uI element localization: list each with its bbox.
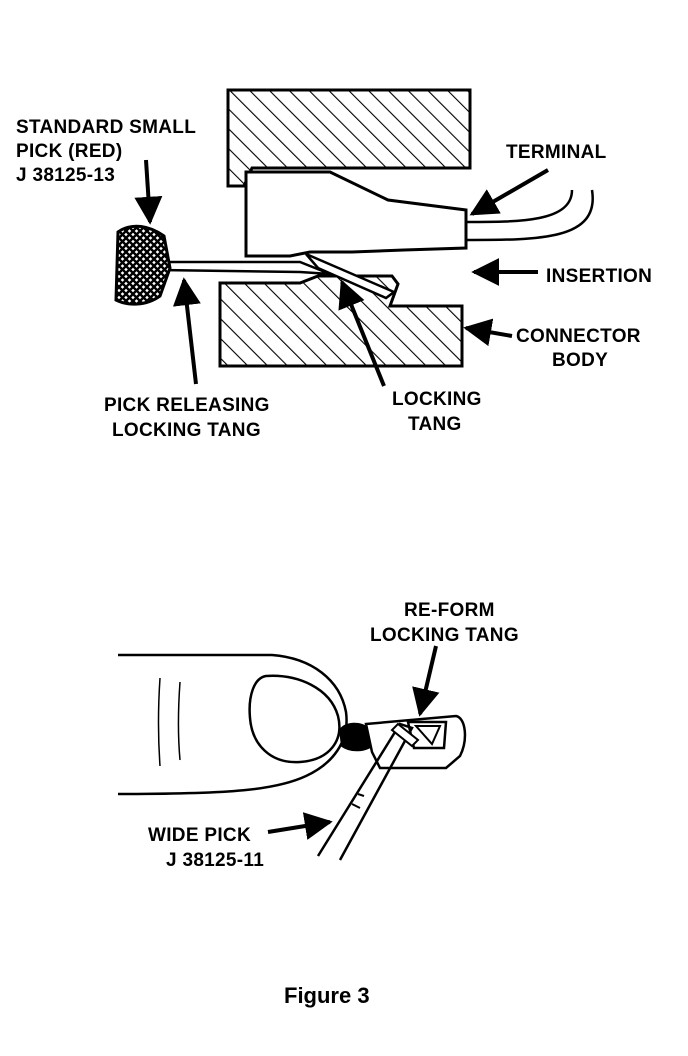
locking-tang-label-line1: LOCKING	[392, 389, 482, 410]
reform-illustration	[117, 653, 467, 861]
wide-pick-arrow	[267, 812, 333, 840]
terminal-label: TERMINAL	[506, 142, 607, 163]
wide-pick-mark-2	[357, 793, 365, 797]
bottom-arrows	[267, 645, 440, 840]
connector-body-lower	[218, 274, 464, 368]
standard-small-pick-shaft	[158, 260, 331, 276]
top-labels: STANDARD SMALL PICK (RED) J 38125-13 TER…	[16, 117, 652, 441]
pick-label-arrow	[134, 159, 163, 225]
terminal	[244, 170, 468, 258]
terminal-wire-2	[465, 189, 594, 242]
locking-tang-label-line2: TANG	[408, 414, 462, 435]
pick-label-line2: PICK (RED)	[16, 141, 122, 162]
pick-releasing-arrow	[172, 277, 201, 385]
finger-crease-2	[177, 681, 181, 761]
terminal-wire-1	[465, 189, 574, 224]
connector-body-label-line1: CONNECTOR	[516, 326, 641, 347]
wide-pick-tip	[390, 722, 420, 748]
terminal-tang-detail	[413, 725, 442, 746]
wide-pick-label-line2: J 38125-11	[166, 850, 264, 871]
wide-pick-mark-1	[351, 803, 361, 809]
reform-label-line2: LOCKING TANG	[370, 625, 519, 646]
connector-body-upper	[226, 88, 472, 188]
top-arrows	[134, 159, 550, 387]
locking-tang-arrow	[338, 279, 386, 387]
insertion-label: INSERTION	[546, 266, 652, 287]
standard-small-pick-handle	[114, 224, 172, 306]
reform-arrow	[412, 645, 440, 717]
pick-releasing-label-line1: PICK RELEASING	[104, 395, 270, 416]
pick-label-line3: J 38125-13	[16, 165, 115, 186]
finger	[117, 653, 348, 796]
terminal-label-arrow	[469, 168, 550, 216]
wide-pick-label-line1: WIDE PICK	[148, 825, 251, 846]
connector-cross-section	[114, 88, 594, 368]
reform-label-line1: RE-FORM	[404, 600, 495, 621]
locking-tang	[305, 252, 397, 300]
pick-releasing-label-line2: LOCKING TANG	[112, 420, 261, 441]
pick-label-line1: STANDARD SMALL	[16, 117, 196, 138]
fingernail	[248, 674, 341, 764]
connector-body-label-line2: BODY	[552, 350, 608, 371]
wide-pick	[316, 722, 414, 861]
connector-body-arrow	[463, 318, 513, 347]
finger-crease-1	[157, 677, 161, 767]
bottom-labels: RE-FORM LOCKING TANG WIDE PICK J 38125-1…	[148, 600, 519, 871]
figure-caption: Figure 3	[284, 983, 370, 1008]
